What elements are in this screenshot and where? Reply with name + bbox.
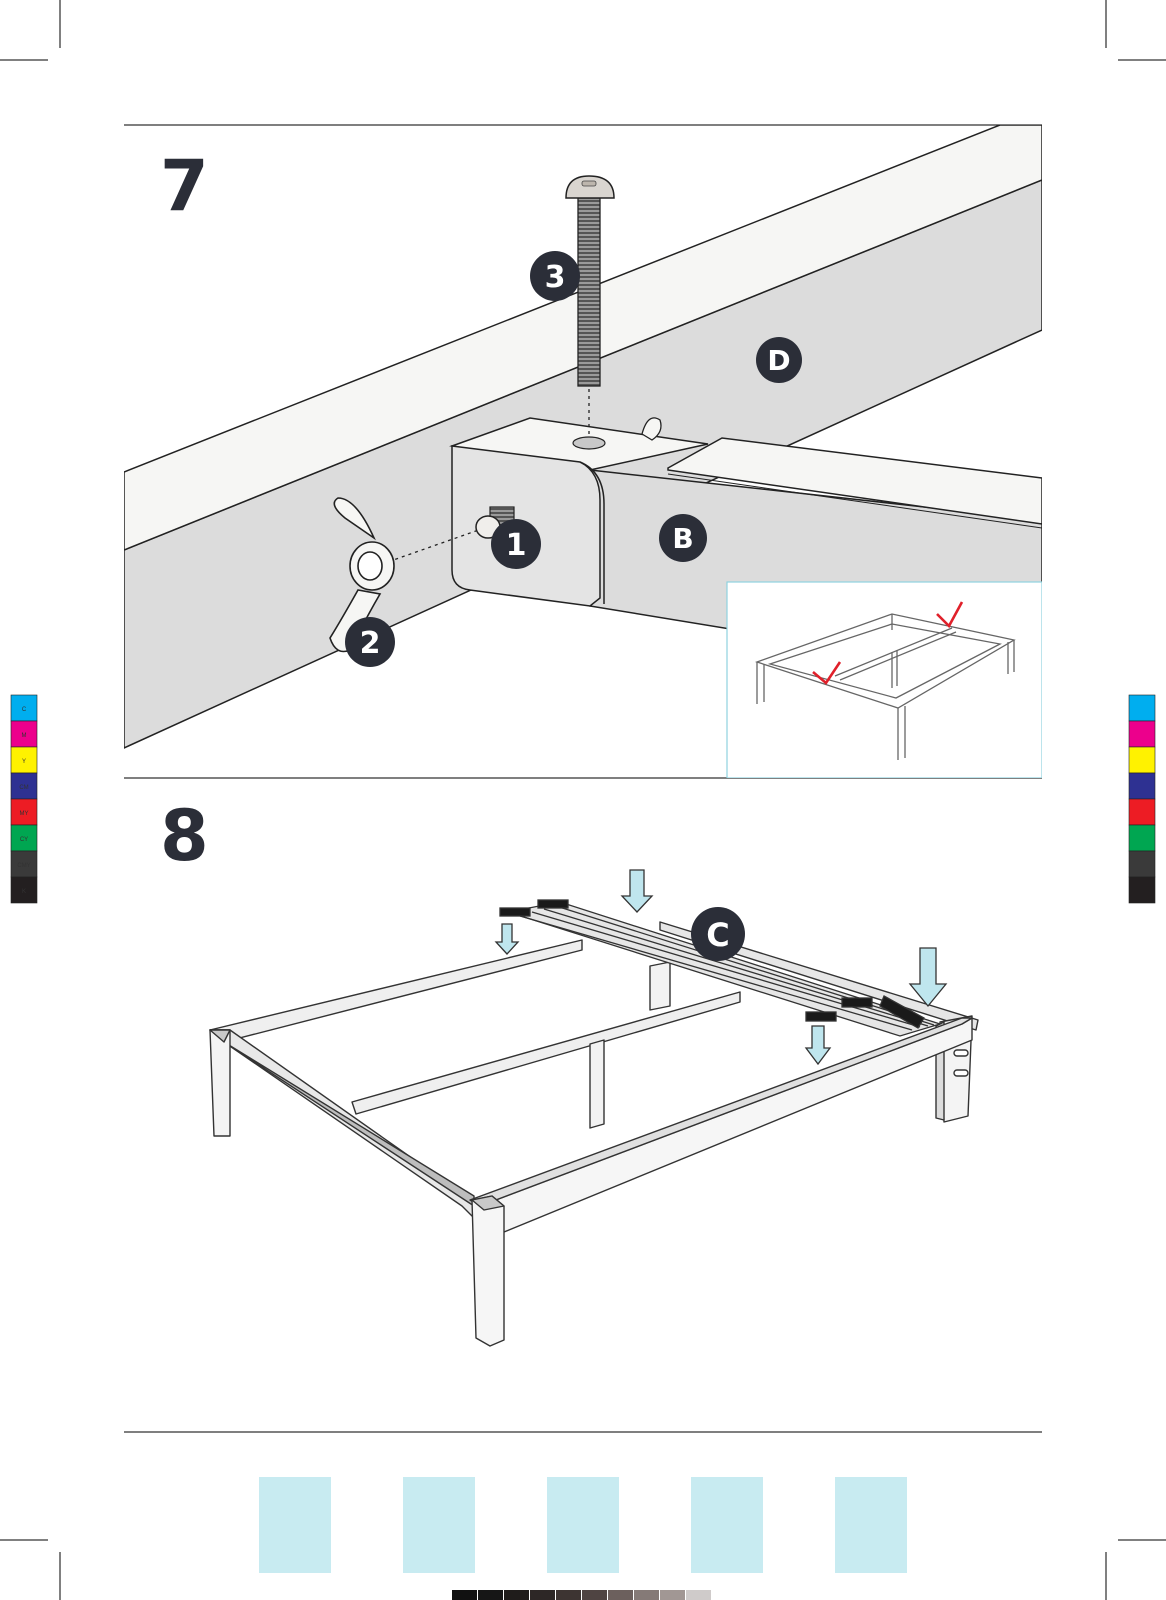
down-arrow-icon <box>496 924 518 954</box>
color-swatch-label: CMY <box>17 863 30 869</box>
color-swatch <box>1129 877 1155 903</box>
gray-scale-bar <box>452 1590 711 1600</box>
gray-swatch <box>452 1590 477 1600</box>
bolt-head <box>566 176 614 198</box>
part-label-d: D <box>756 337 802 383</box>
step-7-panel: 7 3 1 2 D B <box>124 125 1042 778</box>
color-swatch-label: Y <box>22 759 26 765</box>
color-swatch-label: M <box>22 733 27 739</box>
color-swatch <box>1129 721 1155 747</box>
bolt-shaft <box>578 198 600 386</box>
gray-swatch <box>634 1590 659 1600</box>
gray-swatch <box>608 1590 633 1600</box>
color-swatch <box>1129 747 1155 773</box>
color-bar-right <box>1129 695 1155 903</box>
gray-swatch <box>504 1590 529 1600</box>
step-number: 7 <box>160 145 209 227</box>
svg-text:B: B <box>672 522 693 555</box>
down-arrow-icon <box>806 1026 830 1064</box>
color-swatch <box>1129 695 1155 721</box>
color-swatch-label: CM <box>19 785 28 791</box>
color-swatch <box>1129 773 1155 799</box>
gray-swatch <box>582 1590 607 1600</box>
bolt-hole <box>573 437 605 449</box>
svg-text:1: 1 <box>506 528 527 563</box>
gray-swatch <box>686 1590 711 1600</box>
color-swatch-label: K <box>22 889 26 895</box>
color-swatch-label: CY <box>20 837 28 843</box>
gray-swatch <box>530 1590 555 1600</box>
svg-text:2: 2 <box>360 626 381 661</box>
color-swatch <box>1129 851 1155 877</box>
gray-swatch <box>556 1590 581 1600</box>
color-swatch-label: C <box>22 707 27 713</box>
color-swatch <box>1129 799 1155 825</box>
callout-bolt: 3 <box>530 251 580 301</box>
svg-text:D: D <box>767 344 790 377</box>
svg-text:C: C <box>706 916 729 954</box>
down-arrow-icon <box>622 870 652 912</box>
page-swatches <box>259 1477 907 1573</box>
step-8-panel: 8 <box>160 795 978 1346</box>
svg-text:3: 3 <box>545 260 566 295</box>
bed-frame <box>210 922 978 1346</box>
callout-wing-nut: 2 <box>345 617 395 667</box>
part-label-b: B <box>659 514 707 562</box>
callout-nut: 1 <box>491 519 541 569</box>
step-number: 8 <box>160 795 209 877</box>
down-arrow-icon <box>910 948 946 1006</box>
color-swatch-label: MY <box>20 811 29 817</box>
part-label-c: C <box>691 907 745 961</box>
color-swatch <box>1129 825 1155 851</box>
gray-swatch <box>478 1590 503 1600</box>
gray-swatch <box>660 1590 685 1600</box>
